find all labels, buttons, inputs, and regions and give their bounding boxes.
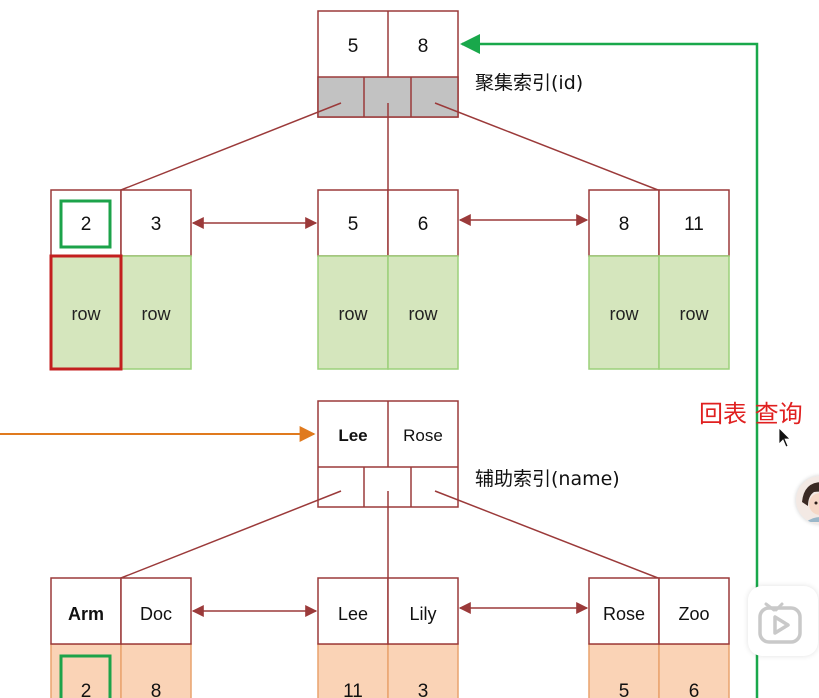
secondary-leaf-3-id-1: 6 <box>689 681 700 698</box>
play-icon <box>758 602 802 644</box>
secondary-leaf-1-key-0: Arm <box>68 604 104 624</box>
secondary-leaf-3: Rose Zoo 5 6 <box>588 577 730 698</box>
clustered-index-label: 聚集索引(id) <box>475 72 583 94</box>
clustered-leaf-3-row-0: row <box>609 304 639 324</box>
secondary-leaf-2-id-0: 11 <box>343 681 363 698</box>
avatar-icon <box>796 476 819 524</box>
clustered-leaf-1-row-1: row <box>141 304 171 324</box>
clustered-leaf-3: 8 11 row row <box>588 189 730 370</box>
clustered-leaf-3-row-1: row <box>679 304 709 324</box>
clustered-leaf-2-key-0: 5 <box>348 214 359 235</box>
return-query-annotation: 回表 查询 <box>699 400 803 428</box>
clustered-leaf-2-row-1: row <box>408 304 438 324</box>
clustered-leaf-3-key-1: 11 <box>684 214 704 235</box>
highlight-row-box <box>49 254 123 371</box>
secondary-root-key-0: Lee <box>338 426 367 445</box>
secondary-leaf-2: Lee Lily 11 3 <box>317 577 459 698</box>
clustered-edge-right <box>434 102 659 191</box>
secondary-leaf-3-key-0: Rose <box>603 604 645 624</box>
secondary-leaf-1-id-1: 8 <box>151 681 162 698</box>
highlight-key-box <box>59 199 112 249</box>
secondary-edge-left <box>120 490 342 579</box>
return-to-table-arrow <box>460 34 759 698</box>
video-play-button[interactable] <box>748 586 818 656</box>
clustered-leaf-1: 2 3 row row <box>49 189 192 371</box>
secondary-leaf-3-key-1: Zoo <box>678 604 709 624</box>
secondary-leaf-1: Arm Doc 2 8 <box>50 577 192 698</box>
clustered-leaf-3-key-0: 8 <box>619 214 630 235</box>
clustered-edge-left <box>120 102 342 191</box>
secondary-index: Lee Rose 辅助索引(name) Arm Doc 2 8 Lee Li <box>50 400 730 698</box>
secondary-leaf-2-key-0: Lee <box>338 604 368 624</box>
clustered-leaf-2: 5 6 row row <box>317 189 459 370</box>
secondary-leaf-1-id-0: 2 <box>81 681 92 698</box>
secondary-leaf-1-key-1: Doc <box>140 604 172 624</box>
clustered-root-node: 5 8 <box>317 10 459 118</box>
secondary-leaf-3-id-0: 5 <box>619 681 630 698</box>
secondary-index-label: 辅助索引(name) <box>475 468 620 490</box>
avatar[interactable] <box>796 476 819 524</box>
clustered-leaf-2-key-1: 6 <box>418 214 429 235</box>
secondary-root-key-1: Rose <box>403 426 443 445</box>
cursor-icon <box>778 427 791 448</box>
clustered-root-key-1: 8 <box>418 36 429 57</box>
secondary-edge-right <box>434 490 659 579</box>
clustered-leaf-1-key-0: 2 <box>81 214 92 235</box>
secondary-root-node: Lee Rose <box>317 400 459 508</box>
clustered-leaf-2-row-0: row <box>338 304 368 324</box>
clustered-leaf-1-key-1: 3 <box>151 214 162 235</box>
clustered-index: 5 8 聚集索引(id) 2 3 row row 5 6 <box>49 10 730 371</box>
secondary-leaf-2-id-1: 3 <box>418 681 429 698</box>
secondary-leaf-2-key-1: Lily <box>409 604 436 624</box>
clustered-root-key-0: 5 <box>348 36 359 57</box>
highlight-id-box <box>59 654 112 698</box>
clustered-leaf-1-row-0: row <box>71 304 101 324</box>
